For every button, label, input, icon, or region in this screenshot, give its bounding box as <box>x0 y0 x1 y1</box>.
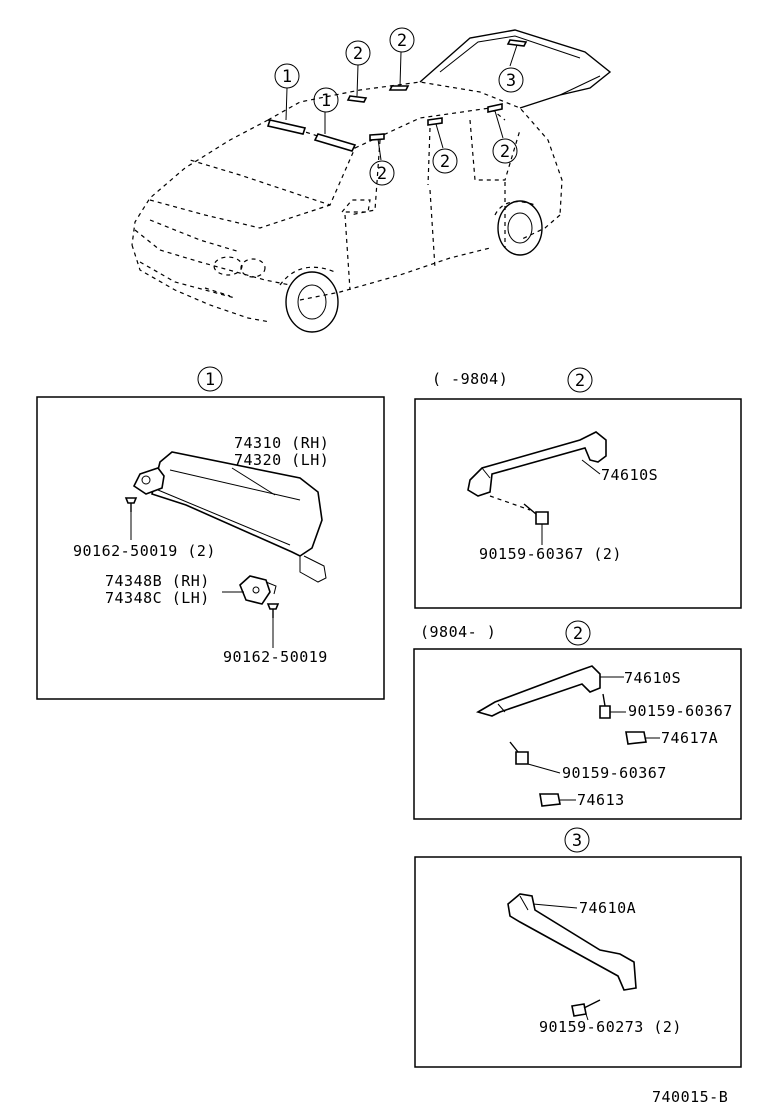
callout-3: 3 <box>498 67 524 93</box>
callout-2a: 2 <box>345 40 371 66</box>
grip-2b-illustration <box>475 665 660 807</box>
section-3-header: 3 <box>564 827 590 853</box>
callout-2c: 2 <box>369 160 395 186</box>
label-74610s-2b: 74610S <box>624 669 681 687</box>
section-2b-box <box>413 648 742 820</box>
callout-1b: 1 <box>313 87 339 113</box>
label-74320: 74320 (LH) <box>234 451 329 469</box>
label-74348b: 74348B (RH) <box>105 572 210 590</box>
svg-text:2: 2 <box>500 142 510 162</box>
grip-3-illustration <box>507 893 637 1021</box>
grip-2a-illustration <box>467 431 607 545</box>
label-74348c: 74348C (LH) <box>105 589 210 607</box>
callout-2b: 2 <box>389 27 415 53</box>
label-74613: 74613 <box>577 791 625 809</box>
label-90162-50019: 90162-50019 <box>223 648 328 666</box>
section-2b-date-range: (9804- ) <box>420 623 496 641</box>
section-2a-box <box>414 398 742 609</box>
svg-text:2: 2 <box>573 624 583 644</box>
vehicle-overview <box>131 29 612 333</box>
svg-text:2: 2 <box>377 164 387 184</box>
svg-text:1: 1 <box>321 91 331 111</box>
svg-text:2: 2 <box>575 371 585 391</box>
svg-text:1: 1 <box>205 370 215 390</box>
figure-code: 740015-B <box>652 1088 728 1106</box>
label-74610a: 74610A <box>579 899 636 917</box>
section-3-box <box>414 856 742 1068</box>
label-90159-60367-left: 90159-60367 <box>562 764 667 782</box>
svg-text:3: 3 <box>506 71 516 91</box>
label-74610s-2a: 74610S <box>601 466 658 484</box>
label-74310: 74310 (RH) <box>234 434 329 452</box>
callout-2d: 2 <box>432 148 458 174</box>
svg-text:1: 1 <box>282 67 292 87</box>
section-1-header: 1 <box>197 366 223 392</box>
svg-text:3: 3 <box>572 831 582 851</box>
section-1-box <box>36 396 385 700</box>
section-2b-header: 2 <box>565 620 591 646</box>
label-90162-50019-2: 90162-50019 (2) <box>73 542 216 560</box>
svg-text:2: 2 <box>397 31 407 51</box>
section-2a-date-range: ( -9804) <box>432 370 508 388</box>
svg-text:2: 2 <box>353 44 363 64</box>
label-90159-60367-right: 90159-60367 <box>628 702 733 720</box>
callout-2e: 2 <box>492 138 518 164</box>
label-90159-60367-2: 90159-60367 (2) <box>479 545 622 563</box>
svg-text:2: 2 <box>440 152 450 172</box>
sun-visor-illustration <box>124 451 327 648</box>
label-74617a: 74617A <box>661 729 718 747</box>
label-90159-60273-2: 90159-60273 (2) <box>539 1018 682 1036</box>
callout-1a: 1 <box>274 63 300 89</box>
section-2a-header: 2 <box>567 367 593 393</box>
